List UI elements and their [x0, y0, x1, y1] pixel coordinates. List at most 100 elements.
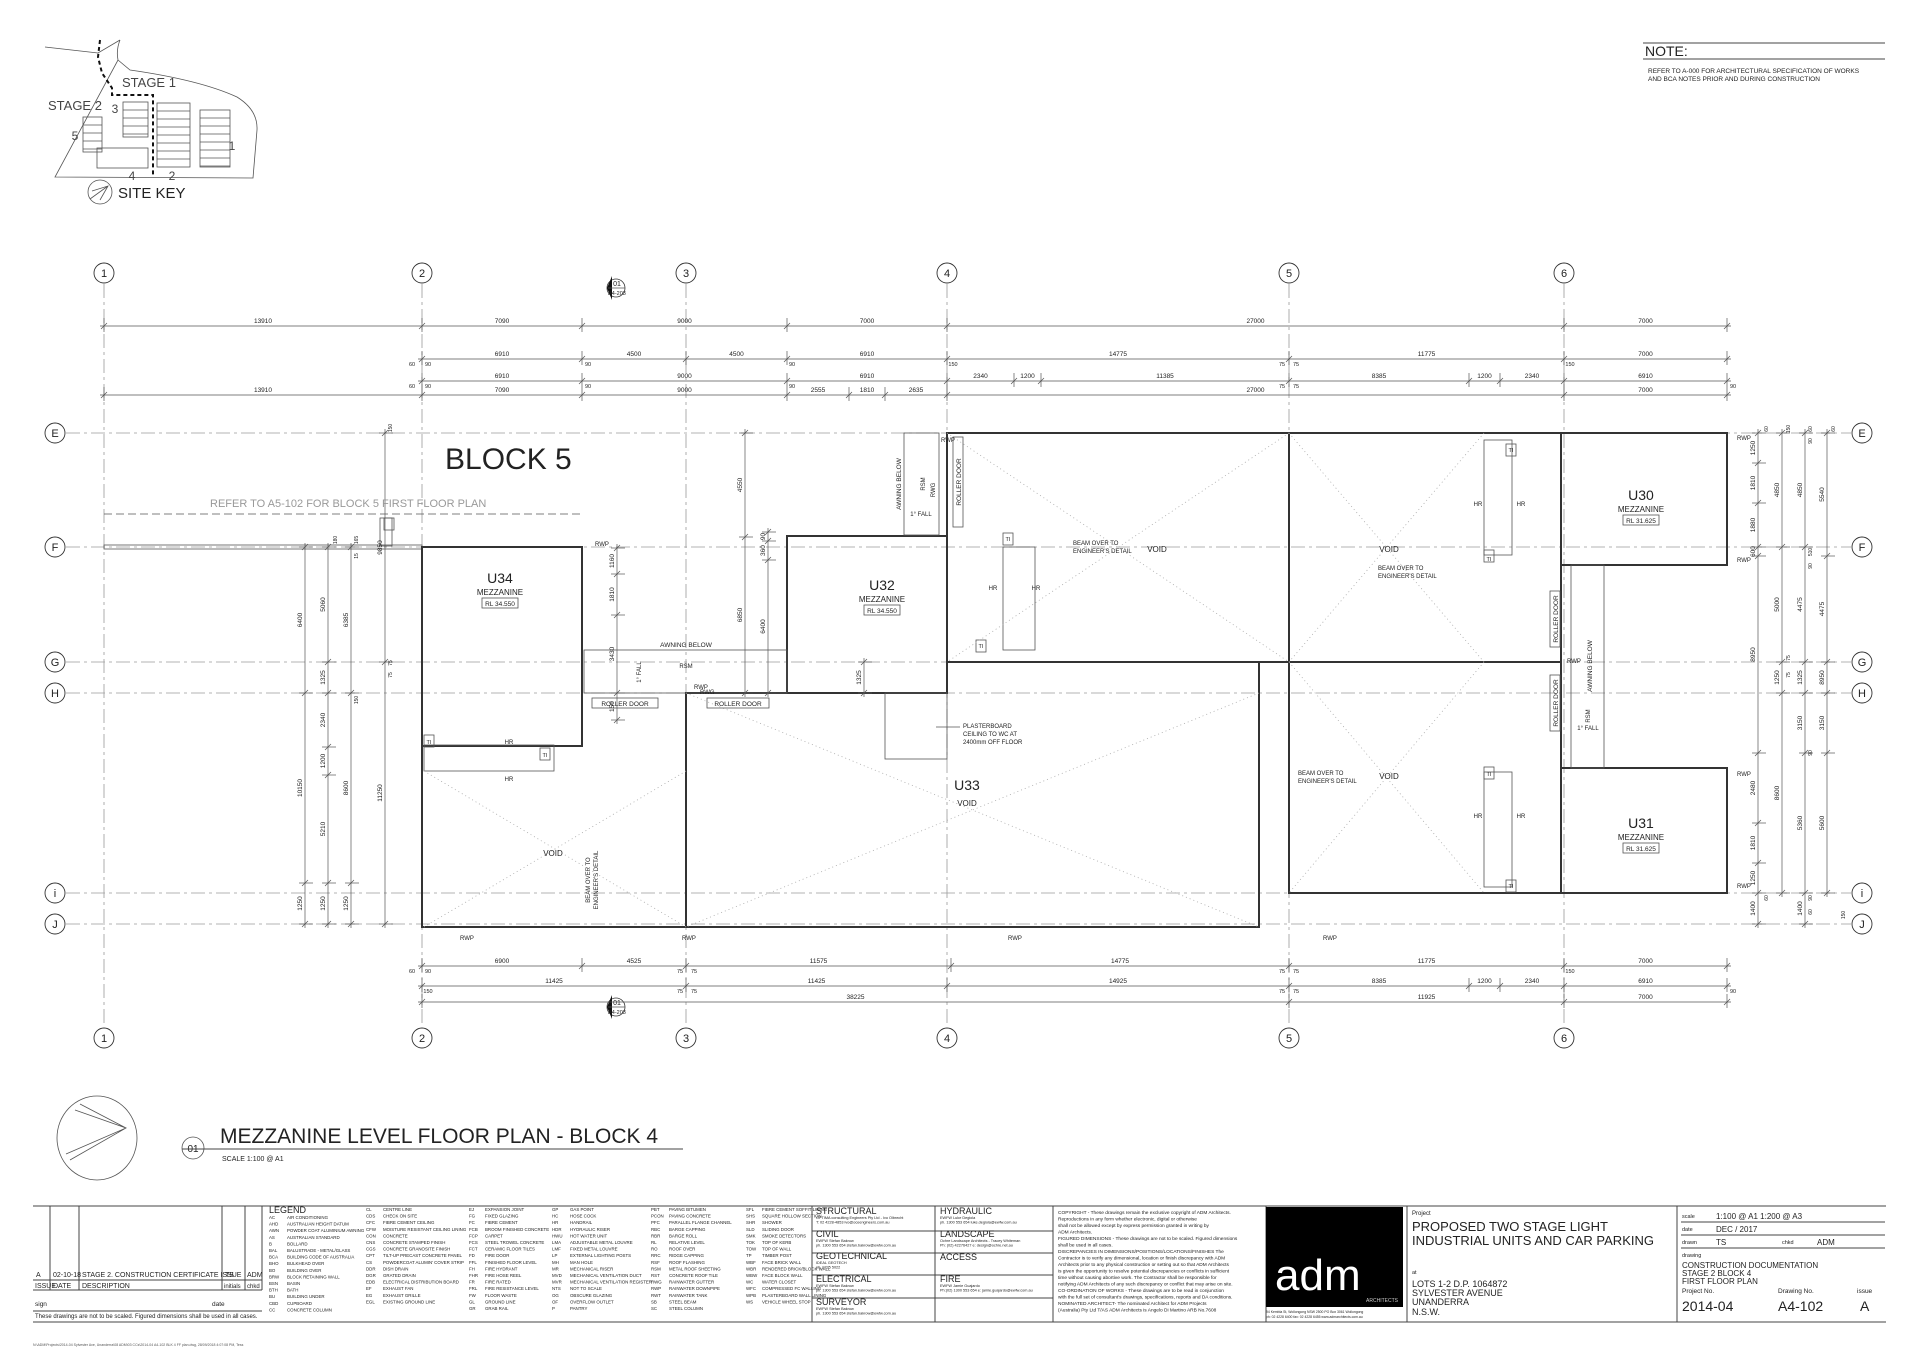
consultant-detail: T: 02 4228-4853 ivo@oceengineers.com.au — [816, 1221, 890, 1225]
grid-bubble-label: E — [1858, 428, 1865, 440]
legend-code: CC — [269, 1307, 275, 1312]
dim-small-value: 150 — [1565, 969, 1574, 975]
dim-value: 4850 — [1797, 482, 1804, 497]
dim-value: 1250 — [320, 896, 327, 911]
awning-strip-right — [1570, 564, 1605, 769]
unit-lower-left-outline — [421, 693, 687, 928]
unit-u31-mezzanine — [1560, 767, 1728, 894]
legend-description: FINISHED FLOOR LEVEL — [485, 1260, 537, 1265]
consultant-detail: EWFW Stefan Bakrow — [816, 1284, 854, 1288]
rsm-label: RSM — [1586, 709, 1592, 722]
dim-small-value: 90 — [1808, 750, 1814, 756]
logo-sub: ARCHITECTS — [1366, 1298, 1399, 1304]
legend-code: DGR — [366, 1273, 376, 1278]
legend-code: RWG — [651, 1280, 662, 1285]
dim-value: 360 — [760, 545, 767, 556]
north-point-icon — [56, 1095, 138, 1181]
section-number: 01 — [613, 281, 621, 288]
legend-description: CONCRETE STAMPED FINISH — [383, 1240, 445, 1245]
grid-bubble-left: H — [44, 682, 66, 704]
project-address: N.S.W. — [1412, 1307, 1440, 1317]
grid-bubble-left: J — [44, 913, 66, 935]
ti-label: TI — [979, 644, 984, 650]
dim-small-value: 90 — [1730, 384, 1736, 390]
dim-small-value: 60 — [1808, 909, 1814, 915]
block-4-highlight — [96, 147, 149, 169]
dim-value: 1200 — [320, 753, 327, 768]
dim-value: 1250 — [1750, 440, 1757, 455]
drawing-scale: SCALE 1:100 @ A1 — [222, 1156, 284, 1163]
dim-value: 1250 — [297, 896, 304, 911]
project-label: Project — [1412, 1211, 1431, 1217]
grid-bubble-left: F — [44, 536, 66, 558]
legend-description: COMPRESSED FC WALLING — [762, 1286, 822, 1291]
grid-bubble-label: F — [52, 542, 59, 554]
grid-bubble-label: 4 — [944, 268, 950, 280]
stair-upper-right — [1483, 439, 1513, 556]
disclaimer: These drawings are not to be scaled. Fig… — [35, 1314, 258, 1320]
legend-description: ROOF OVER — [669, 1247, 695, 1252]
project-address: LOTS 1-2 D.P. 1064872 — [1412, 1279, 1507, 1289]
legend-description: FIBRE CEMENT SOFFIT LINING — [762, 1207, 828, 1212]
dim-value: 90 — [760, 533, 767, 541]
issue-description: STAGE 2. CONSTRUCTION CERTIFICATE ISSUE — [82, 1272, 242, 1279]
dim-value: 8950 — [1819, 670, 1826, 685]
block-number-5: 5 — [72, 129, 79, 143]
dim-small-value: 60 — [409, 362, 415, 368]
consultant-detail: OPTIMA consulting Engineers Pty Ltd - Iv… — [816, 1216, 904, 1220]
legend-description: AIR CONDITIONING — [287, 1215, 329, 1220]
legend-code: TOW — [746, 1247, 757, 1252]
drawing-description: STAGE 2 BLOCK 4 — [1682, 1269, 1752, 1278]
legend-description: PAVING BITUMEN — [669, 1207, 706, 1212]
unit-u34-mezzanine — [421, 546, 583, 747]
beam-note: BEAM OVER TO — [1378, 566, 1424, 572]
grid-bubble-label: G — [51, 657, 60, 669]
dim-small-value: 90 — [1730, 989, 1736, 995]
dim-small-value: 150 — [354, 696, 360, 705]
legend-description: FIRE RATED — [485, 1280, 511, 1285]
roller-door-label: ROLLER DOOR — [1553, 595, 1560, 643]
legend-code: FRL — [469, 1286, 478, 1291]
project-address: UNANDERRA — [1412, 1297, 1469, 1307]
copyright-line: FIGURED DIMENSIONS - These drawings are … — [1058, 1236, 1238, 1242]
legend-code: FC — [469, 1220, 475, 1225]
hr-label: HR — [505, 777, 514, 783]
toilet-indicator — [539, 747, 551, 761]
file-path: N:\ADM\Projects\2014-04 Sylvester Ave, U… — [33, 1343, 244, 1347]
dim-value: 2635 — [909, 387, 924, 394]
date-value: DEC / 2017 — [1716, 1225, 1758, 1234]
legend-description: ELECTRICAL DISTRIBUTION BOARD — [383, 1280, 459, 1285]
dim-small-value: 90 — [585, 384, 591, 390]
dim-value: 6400 — [760, 619, 767, 634]
dim-small-value: 75 — [1293, 989, 1299, 995]
legend-description: BUILDING UNDER — [287, 1294, 325, 1299]
legend-description: BASIN — [287, 1281, 300, 1286]
stair-u34 — [423, 744, 555, 772]
dim-value: 11425 — [808, 978, 826, 985]
legend-description: HYDRAULIC RISER — [570, 1227, 610, 1232]
toilet-indicator — [1505, 443, 1517, 457]
legend-description: POWDERCOAT ALUMIN' COVER STRIP — [383, 1260, 464, 1265]
dim-small-value: 75 — [388, 672, 394, 678]
